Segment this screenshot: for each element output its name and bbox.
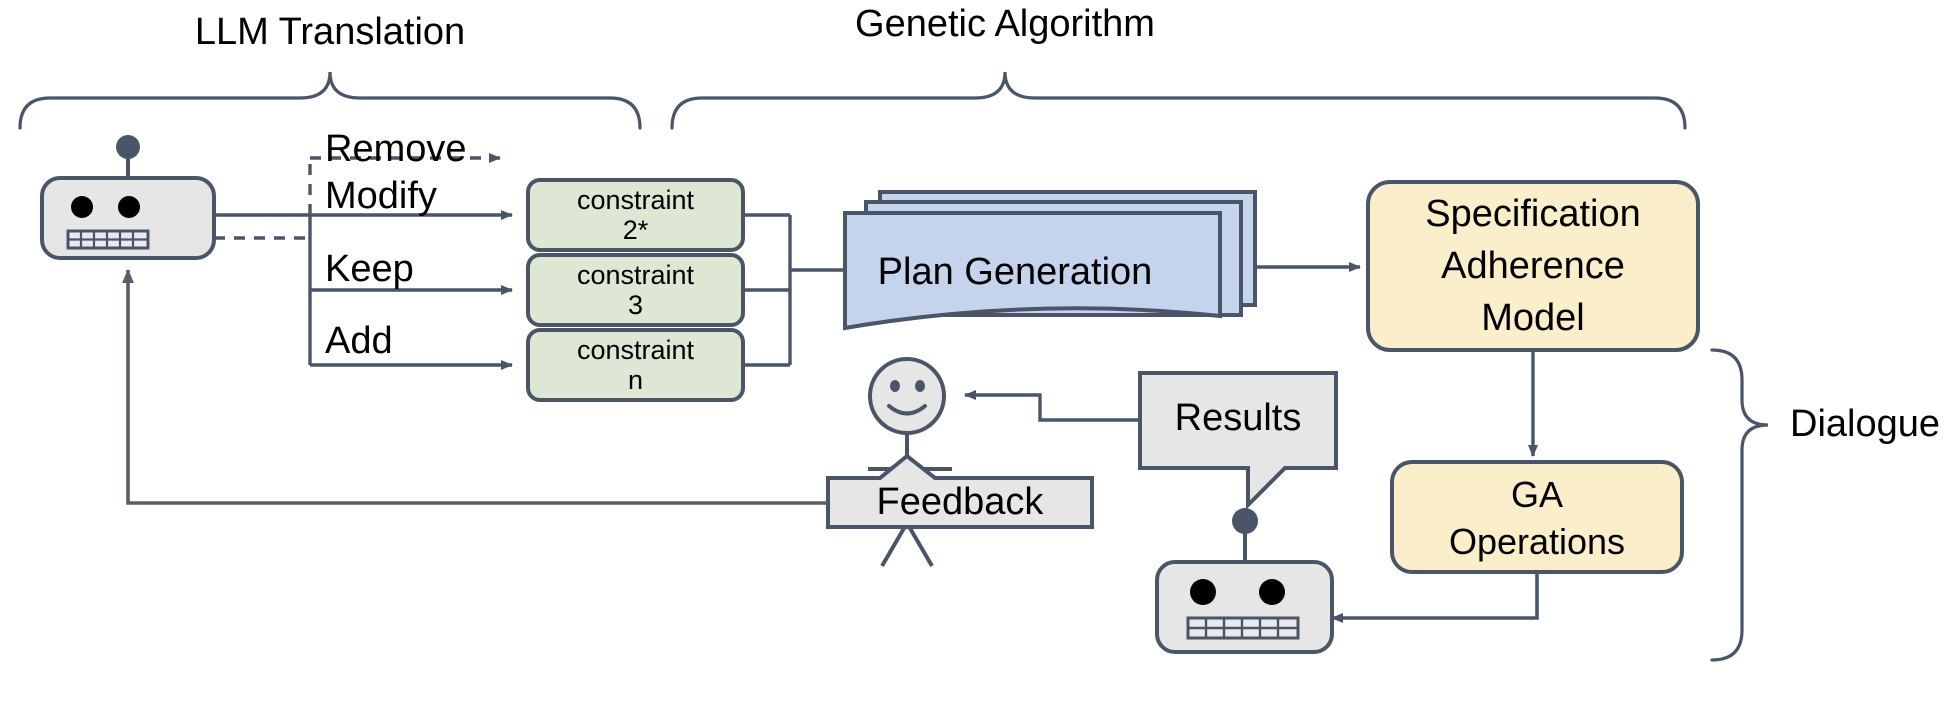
constraint-n-label-line2: n	[627, 364, 644, 395]
specification-label-line2: Adherence	[1441, 244, 1625, 287]
plan-generation-label: Plan Generation	[877, 250, 1153, 293]
results-to-person-arrow	[964, 390, 1140, 422]
ga-to-robot-arrow	[1331, 572, 1539, 623]
edge-label-modify: Modify	[325, 175, 437, 217]
llm-robot-bottom-icon	[1155, 508, 1334, 654]
results-label: Results	[1174, 396, 1302, 439]
ga-operations-label-line1: GA	[1510, 474, 1563, 515]
bracket-label-llm-translation: LLM Translation	[194, 10, 466, 53]
constraints-to-plan-bus	[743, 213, 845, 367]
edge-label-remove: Remove	[325, 128, 467, 170]
specification-label-line3: Model	[1481, 296, 1585, 339]
feedback-callout[interactable]	[826, 453, 1094, 529]
llm-robot-top-icon	[40, 135, 216, 260]
results-callout[interactable]	[1138, 371, 1338, 510]
bracket-genetic-algorithm	[670, 71, 1687, 130]
user-stick-figure-icon	[868, 357, 952, 568]
bracket-label-dialogue: Dialogue	[1790, 403, 1940, 445]
constraint-2-label-line2: 2*	[622, 214, 649, 245]
ga-operations-label-line2: Operations	[1448, 521, 1626, 562]
feedback-to-robot-arrow	[122, 269, 828, 505]
specification-label-line1: Specification	[1425, 192, 1641, 235]
constraint-3-label-line2: 3	[627, 289, 644, 320]
edge-label-keep: Keep	[325, 248, 414, 290]
constraint-n-label-line1: constraint	[576, 334, 695, 365]
constraint-2-label-line1: constraint	[576, 184, 695, 215]
llm-branch-lines	[214, 153, 513, 370]
bracket-label-genetic-algorithm: Genetic Algorithm	[855, 2, 1155, 45]
bracket-llm-translation	[18, 71, 642, 130]
bracket-dialogue	[1710, 348, 1769, 662]
plan-generation-stack[interactable]	[843, 190, 1257, 331]
edge-label-add: Add	[325, 320, 393, 362]
feedback-label: Feedback	[876, 480, 1044, 523]
constraint-3-label-line1: constraint	[576, 259, 695, 290]
